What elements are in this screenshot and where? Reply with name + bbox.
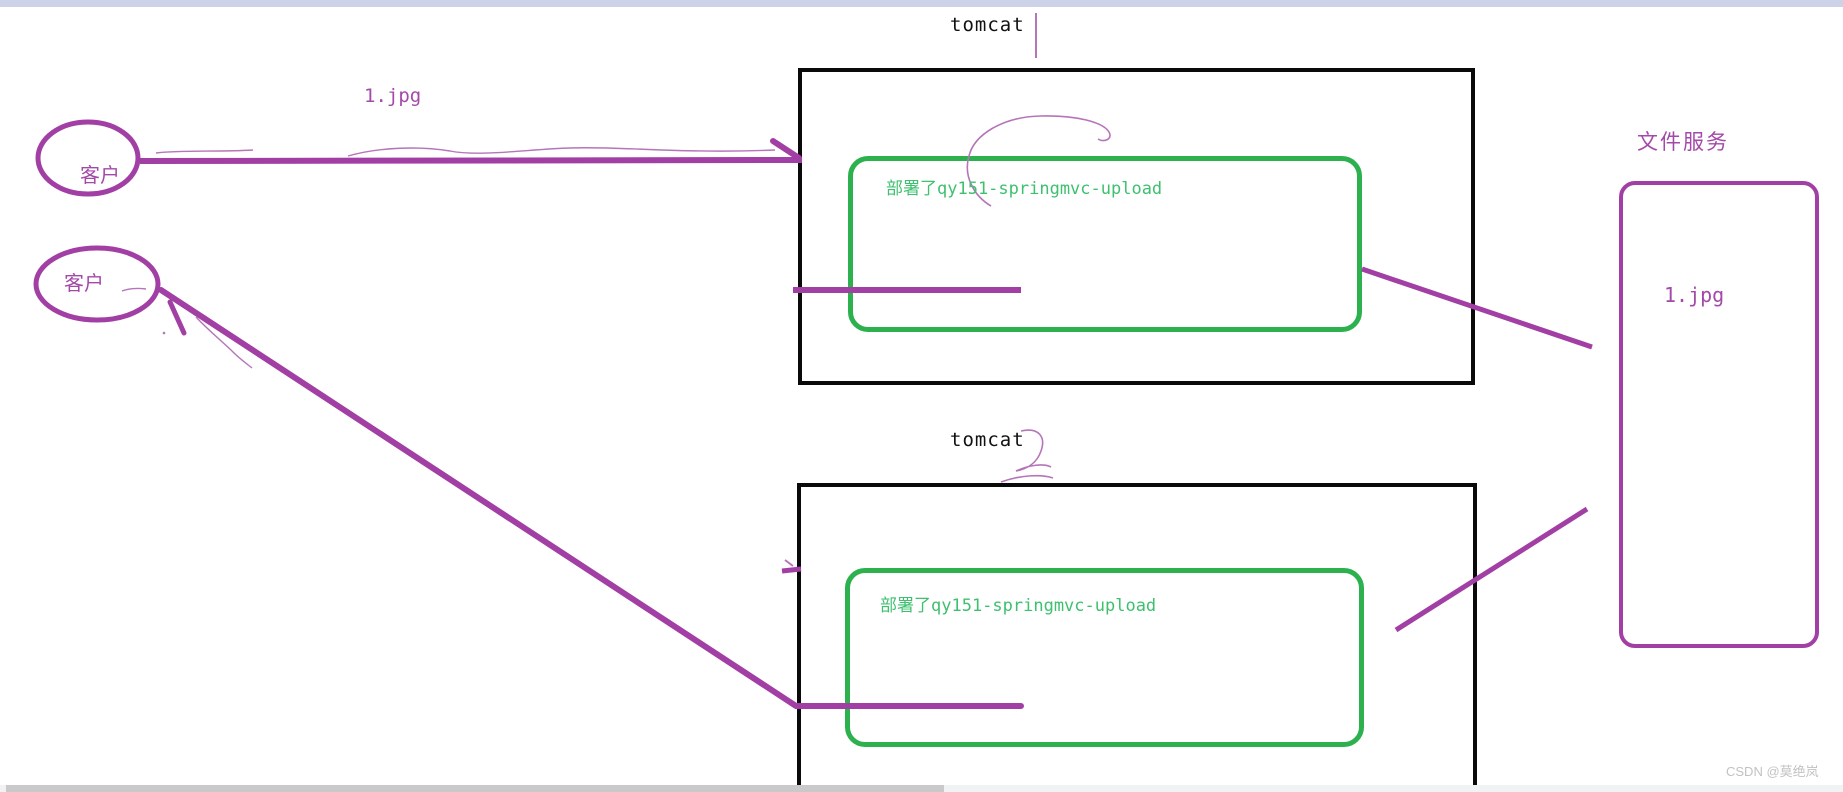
tomcat-top-label: tomcat [950, 14, 1025, 36]
response-squiggle [195, 316, 253, 369]
watermark: CSDN @莫绝岚 [1726, 764, 1819, 779]
response-arrowhead-barb [167, 299, 187, 336]
file-service-title: 文件服务 [1637, 131, 1729, 154]
upload-request-line [139, 157, 803, 164]
tomcat-bottom-label: tomcat [950, 429, 1025, 451]
request-squiggle-right [347, 146, 776, 157]
request-squiggle-left [155, 149, 254, 154]
window-top-edge [0, 0, 1843, 7]
horizontal-scrollbar-thumb[interactable] [6, 785, 944, 792]
deployed-app-top-label: 部署了qy151-springmvc-upload [886, 179, 1163, 199]
stored-file-label: 1.jpg [1664, 283, 1725, 307]
deployed-app-box-bottom [845, 568, 1364, 747]
stray-dot [162, 331, 166, 335]
client-bottom-dash [121, 287, 147, 292]
deployed-app-bottom-label: 部署了qy151-springmvc-upload [880, 596, 1157, 616]
upload-request-arrowhead [770, 138, 802, 161]
tomcat-bottom-edge-tick-head [784, 559, 794, 567]
transfer-file-label: 1.jpg [364, 85, 422, 107]
tomcat-server-box-top [798, 68, 1475, 385]
file-service-box [1619, 181, 1819, 648]
tomcat-bottom-curl-underline [1000, 474, 1054, 483]
client-top-label: 客户 [80, 165, 120, 187]
client-bottom-label: 客户 [64, 273, 104, 295]
